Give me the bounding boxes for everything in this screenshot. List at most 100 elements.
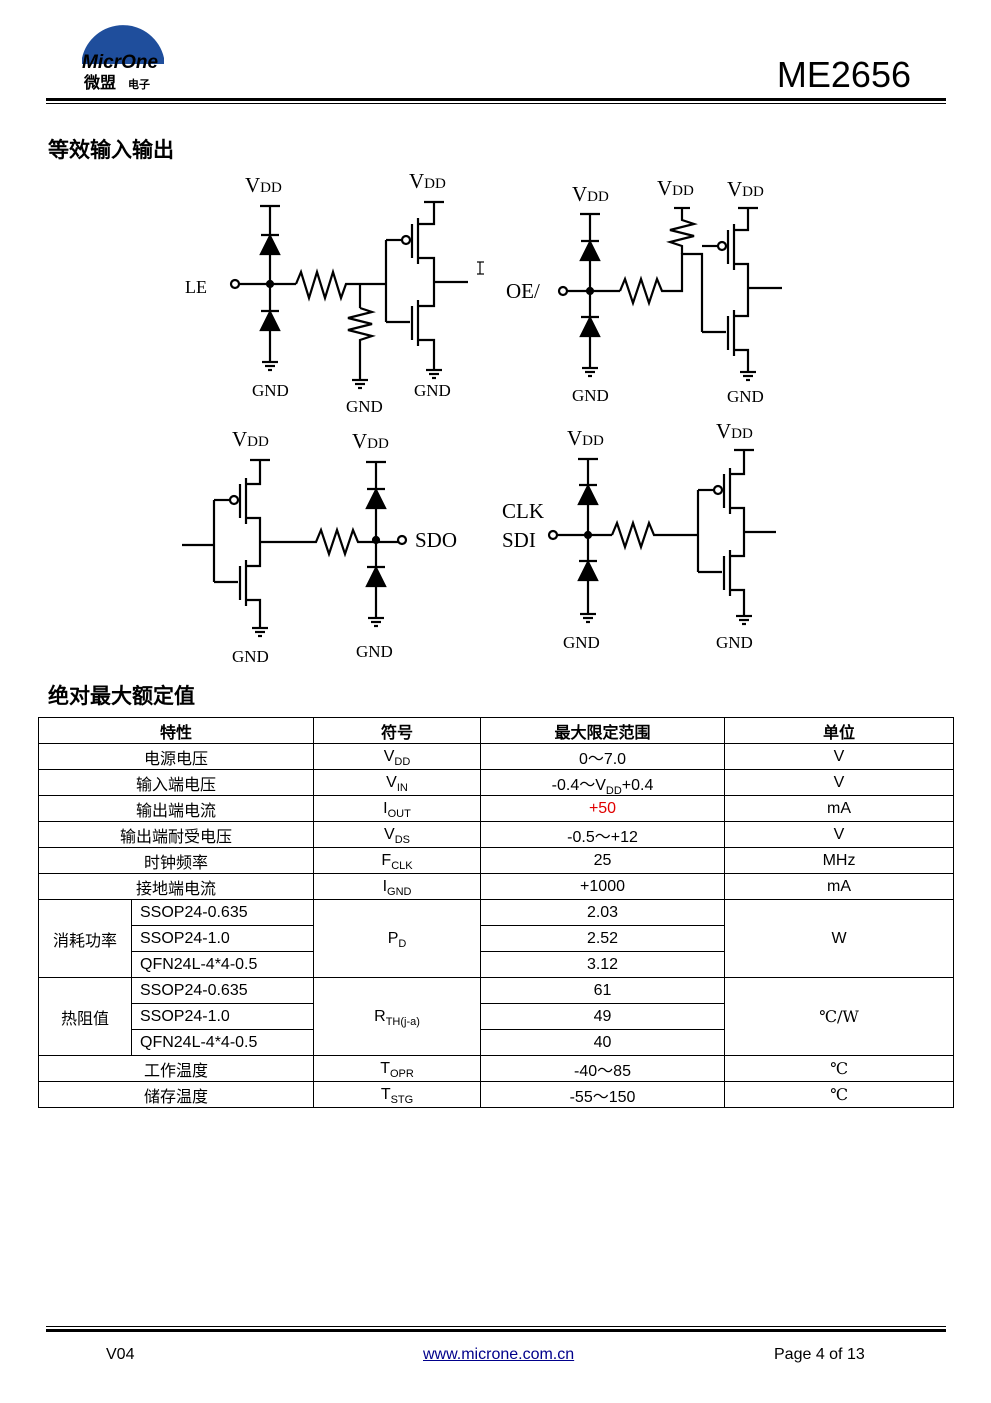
vdd-label: VDD <box>657 176 694 200</box>
le-pin-label: LE <box>185 277 207 297</box>
col-header-range: 最大限定范围 <box>480 717 726 744</box>
param-unit: V <box>724 769 955 796</box>
gnd-label: GND <box>563 633 600 652</box>
param-range: 40 <box>480 1029 726 1056</box>
col-header-symbol: 符号 <box>313 717 482 744</box>
param-symbol: RTH(j-a) <box>313 977 482 1056</box>
table-row: 工作温度 TOPR -40～85 ℃ <box>37 1055 955 1082</box>
param-range: 61 <box>480 977 726 1004</box>
header-rule-thick <box>46 98 946 101</box>
param-symbol: IOUT <box>313 795 482 822</box>
table-row: 输出端电流 IOUT +50 mA <box>37 795 955 822</box>
package-name: SSOP24-1.0 <box>130 925 315 952</box>
table-row: SSOP24-1.0 49 <box>39 1003 954 1030</box>
table-row: 消耗功率 SSOP24-0.635 PD 2.03 W <box>38 899 955 978</box>
gnd-label: GND <box>252 381 289 400</box>
table-row: 时钟频率 FCLK 25 MHz <box>37 847 955 874</box>
param-unit: MHz <box>724 847 955 874</box>
param-unit: ℃ <box>724 1081 955 1108</box>
param-range: -0.4～VDD+0.4 <box>480 769 726 796</box>
absolute-max-ratings-table: 特性 符号 最大限定范围 单位 电源电压 VDD 0～7.0 V 输入端电压 V… <box>37 717 955 1108</box>
company-logo: MicrOne 微盟 电子 <box>78 14 170 92</box>
footer-website: www.microne.com.cn <box>423 1346 574 1364</box>
param-name: 热阻值 <box>38 977 132 1056</box>
col-header-characteristic: 特性 <box>37 717 315 744</box>
vdd-label: VDD <box>352 429 389 453</box>
table-row: 热阻值 SSOP24-0.635 RTH(j-a) 61 ℃/W <box>38 977 955 1056</box>
logo-wordmark: MicrOne <box>82 52 158 73</box>
footer-rule-thin <box>46 1326 946 1327</box>
vdd-label: VDD <box>727 177 764 201</box>
table-row: SSOP24-1.0 2.52 <box>39 925 954 952</box>
gnd-label: GND <box>414 381 451 400</box>
param-range: 2.03 <box>480 899 726 926</box>
param-symbol: PD <box>313 899 482 978</box>
part-number: ME2656 <box>776 54 911 95</box>
param-range: 49 <box>480 1003 726 1030</box>
package-name: SSOP24-0.635 <box>130 899 315 926</box>
param-range: 25 <box>480 847 726 874</box>
param-symbol: FCLK <box>313 847 482 874</box>
param-unit: W <box>724 899 955 978</box>
param-unit: ℃ <box>724 1055 955 1082</box>
param-name: 输出端电流 <box>37 795 315 822</box>
gnd-label: GND <box>232 647 269 666</box>
vdd-label: VDD <box>409 169 446 193</box>
param-unit: ℃/W <box>724 977 955 1056</box>
section-title-equivalent-io: 等效输入输出 <box>48 138 174 162</box>
param-range: -55～150 <box>480 1081 726 1108</box>
param-range: -0.5～+12 <box>480 821 726 848</box>
param-range: -40～85 <box>480 1055 726 1082</box>
package-name: SSOP24-1.0 <box>130 1003 315 1030</box>
param-unit: mA <box>724 873 955 900</box>
gnd-label: GND <box>716 633 753 652</box>
gnd-label: GND <box>572 386 609 405</box>
param-range: 3.12 <box>480 951 726 978</box>
table-row: 输入端电压 VIN -0.4～VDD+0.4 V <box>37 769 955 796</box>
param-name: 工作温度 <box>37 1055 315 1082</box>
footer-page-number: Page 4 of 13 <box>774 1346 865 1363</box>
param-range: +1000 <box>480 873 726 900</box>
clk-pin-label: CLK <box>502 499 544 523</box>
table-row: QFN24L-4*4-0.5 3.12 <box>39 951 954 978</box>
param-name: 接地端电流 <box>37 873 315 900</box>
param-name: 电源电压 <box>37 743 315 770</box>
param-name: 储存温度 <box>37 1081 315 1108</box>
table-header-row: 特性 符号 最大限定范围 单位 <box>37 717 955 744</box>
param-name: 输出端耐受电压 <box>37 821 315 848</box>
param-symbol: VDD <box>313 743 482 770</box>
package-name: QFN24L-4*4-0.5 <box>130 951 315 978</box>
param-name: 消耗功率 <box>38 899 132 978</box>
param-range: 2.52 <box>480 925 726 952</box>
param-range: 0～7.0 <box>480 743 726 770</box>
param-symbol: IGND <box>313 873 482 900</box>
table-row: 储存温度 TSTG -55～150 ℃ <box>37 1081 955 1108</box>
section-title-absolute-max: 绝对最大额定值 <box>48 684 195 708</box>
param-unit: mA <box>724 795 955 822</box>
param-symbol: TOPR <box>313 1055 482 1082</box>
param-unit: V <box>724 743 955 770</box>
table-row: 输出端耐受电压 VDS -0.5～+12 V <box>37 821 955 848</box>
param-unit: V <box>724 821 955 848</box>
param-range-highlighted: +50 <box>480 795 726 822</box>
sdi-pin-label: SDI <box>502 528 536 552</box>
oe-pin-label: OE/ <box>506 279 540 303</box>
param-symbol: TSTG <box>313 1081 482 1108</box>
logo-cn-small: 电子 <box>128 77 150 91</box>
col-header-unit: 单位 <box>724 717 955 744</box>
header-rule-thin <box>46 103 946 104</box>
footer-rule-thick <box>46 1329 946 1332</box>
param-name: 时钟频率 <box>37 847 315 874</box>
vdd-label: VDD <box>567 426 604 450</box>
vdd-label: VDD <box>245 173 282 197</box>
footer-website-link[interactable]: www.microne.com.cn <box>423 1346 575 1363</box>
gnd-label: GND <box>346 397 383 416</box>
vdd-label: VDD <box>716 419 753 443</box>
param-symbol: VDS <box>313 821 482 848</box>
package-name: SSOP24-0.635 <box>130 977 315 1004</box>
table-row: QFN24L-4*4-0.5 40 <box>39 1029 954 1056</box>
equivalent-circuit-schematic: VDD GND LE GND VDD GND VDD GND OE/ VDD V… <box>182 169 782 666</box>
vdd-label: VDD <box>232 427 269 451</box>
table-row: 电源电压 VDD 0～7.0 V <box>37 743 955 770</box>
vdd-label: VDD <box>572 182 609 206</box>
